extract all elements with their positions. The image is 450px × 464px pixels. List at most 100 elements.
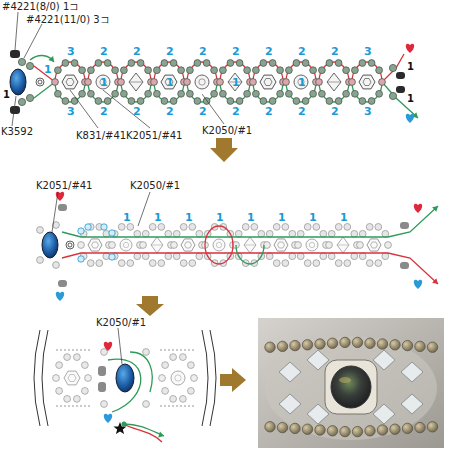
seed-bead — [375, 260, 382, 267]
part-label: K2051/#41 — [36, 181, 92, 191]
seed-bead — [101, 349, 108, 356]
hexagon-crystal — [367, 239, 381, 251]
count-number: 1 — [298, 77, 306, 88]
count-number: 2 — [298, 106, 306, 117]
seed-bead — [178, 67, 185, 74]
count-number: 1 — [44, 64, 52, 75]
seed-bead — [96, 260, 103, 267]
count-number: 1 — [247, 212, 255, 223]
seed-bead — [56, 388, 63, 395]
step-arrow — [220, 368, 246, 392]
part-label: K2050/#1 — [202, 126, 252, 136]
seed-bead — [184, 79, 191, 86]
seed-bead — [187, 67, 194, 74]
seed-bead — [376, 67, 383, 74]
count-number: 1 — [154, 212, 162, 223]
seed-bead — [376, 90, 383, 97]
seed-bead — [170, 354, 177, 361]
seed-bead — [266, 230, 273, 237]
break-bracket — [202, 330, 216, 426]
seed-bead — [134, 253, 141, 260]
bicone-facet — [337, 245, 349, 246]
seed-bead — [154, 67, 161, 74]
seed-bead — [343, 67, 350, 74]
seed-bead — [53, 375, 60, 382]
bronze-bead — [327, 338, 337, 348]
seed-bead — [188, 362, 195, 369]
heart-mark — [406, 114, 414, 123]
seed-bead — [55, 67, 62, 74]
seed-bead — [320, 253, 327, 260]
hexagon-crystal — [274, 239, 288, 251]
seed-bead — [379, 79, 386, 86]
bicone-facet — [244, 245, 256, 246]
seed-bead — [118, 79, 125, 86]
seed-bead — [319, 67, 326, 74]
count-number: 1 — [278, 212, 286, 223]
seed-bead — [158, 260, 165, 267]
heart-mark — [406, 44, 414, 53]
round-crystal-facet — [175, 375, 181, 381]
bronze-bead — [302, 424, 312, 434]
seed-bead — [282, 260, 289, 267]
seed-bead — [343, 90, 350, 97]
seed-bead — [74, 396, 81, 403]
heart-mark — [56, 292, 64, 301]
heart-mark — [414, 280, 422, 289]
seed-bead — [227, 60, 234, 67]
seed-bead — [170, 98, 177, 105]
thread-path — [30, 56, 54, 62]
seed-bead — [382, 230, 389, 237]
bronze-bead — [340, 426, 350, 436]
seed-bead — [389, 64, 396, 71]
round-crystal — [213, 239, 225, 251]
thread-arrowhead — [48, 56, 54, 62]
seed-bead — [320, 230, 327, 237]
focal-bead — [42, 232, 58, 258]
seed-bead — [194, 98, 201, 105]
part-label: K2051/#41 — [126, 131, 182, 141]
seed-bead — [121, 67, 128, 74]
count-number: 3 — [67, 106, 75, 117]
seed-bead — [196, 253, 203, 260]
seed-bead — [368, 98, 375, 105]
seed-bead — [289, 253, 296, 260]
seed-bead — [189, 260, 196, 267]
seed-bead — [295, 242, 302, 249]
seed-bead — [368, 60, 375, 67]
seed-bead — [253, 90, 260, 97]
seed-bead — [151, 79, 158, 86]
thread-arrowhead — [432, 206, 438, 212]
seed-bead — [118, 260, 125, 267]
seed-bead — [352, 90, 359, 97]
seed-bead — [297, 230, 304, 237]
crystal-photo — [401, 362, 423, 382]
count-number: 1 — [123, 212, 131, 223]
hexagon-facet — [278, 242, 285, 248]
cabochon — [331, 366, 371, 408]
seed-bead — [297, 253, 304, 260]
seed-bead — [375, 224, 382, 231]
seed-bead — [112, 90, 119, 97]
bronze-bead — [365, 338, 375, 348]
seed-bead — [85, 375, 92, 382]
seed-bead — [273, 260, 280, 267]
seed-bead — [302, 98, 309, 105]
crystal-photo — [401, 394, 423, 414]
bicone-crystal — [129, 73, 143, 91]
seed-bead — [286, 90, 293, 97]
seed-bead — [260, 98, 267, 105]
gray-bead — [98, 366, 106, 376]
black-bead — [396, 86, 405, 93]
seed-bead — [101, 401, 108, 408]
seed-bead — [85, 79, 92, 86]
bronze-bead — [265, 422, 275, 432]
seed-bead — [385, 242, 392, 249]
hexagon-crystal — [62, 75, 78, 89]
seed-bead — [18, 98, 25, 105]
seed-bead — [95, 98, 102, 105]
seed-bead — [128, 60, 135, 67]
hexagon-facet — [68, 375, 76, 382]
seed-bead — [191, 375, 198, 382]
seed-bead — [359, 230, 366, 237]
